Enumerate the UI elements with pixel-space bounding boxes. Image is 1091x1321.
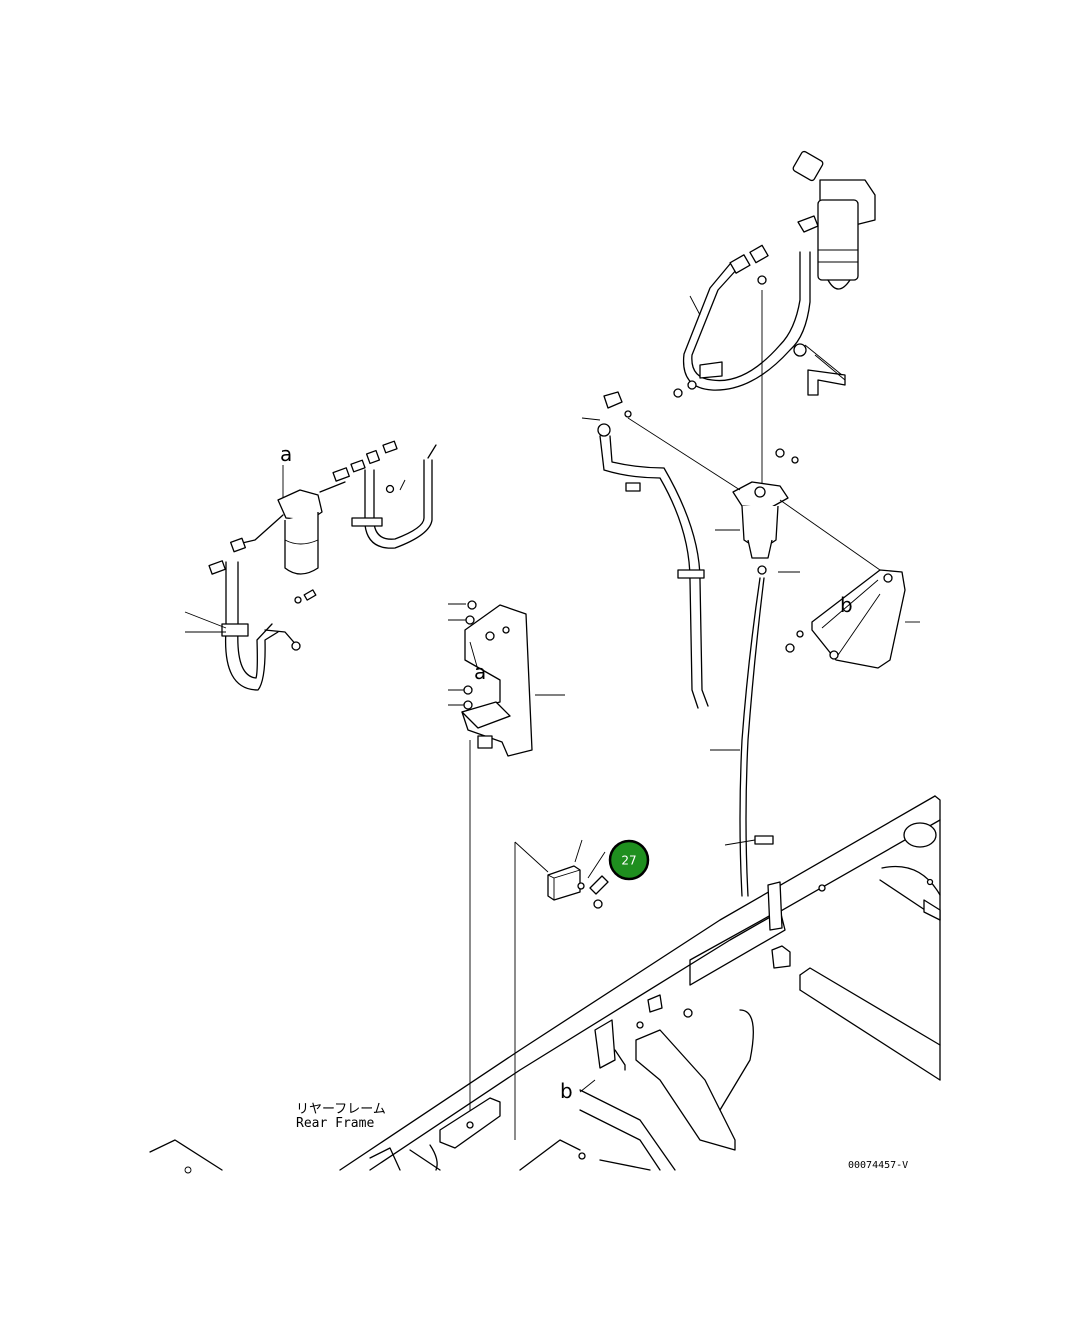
- label-a-left: a: [280, 442, 292, 466]
- spacer-block: [514, 839, 609, 1140]
- label-b-bottom: b: [560, 1079, 573, 1103]
- frame-label-jp: リヤーフレーム: [296, 1102, 386, 1117]
- right-filter-assembly: [581, 150, 920, 897]
- callout-number: 27: [621, 854, 636, 868]
- part-callout-27[interactable]: 27: [608, 839, 650, 881]
- label-b-right: b: [840, 593, 853, 617]
- callout-marker[interactable]: [608, 839, 650, 881]
- drawing-number: 00074457-V: [848, 1160, 908, 1171]
- label-a-center: a: [474, 660, 486, 684]
- left-filter-assembly: [184, 440, 437, 691]
- rear-frame: [149, 795, 941, 1174]
- frame-label-en: Rear Frame: [296, 1116, 374, 1131]
- center-bracket: [448, 600, 565, 1120]
